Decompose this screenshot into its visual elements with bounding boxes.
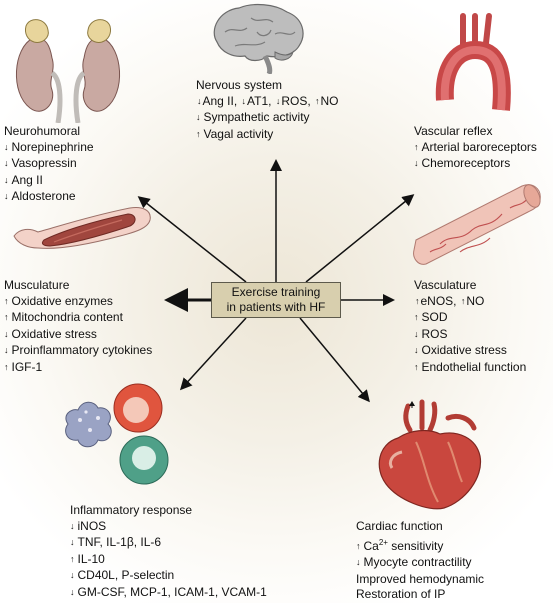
musculature-item: Oxidative enzymes [4,294,152,311]
inflammatory-block: Inflammatory response iNOS TNF, IL-1β, I… [70,503,267,602]
kidneys-icon [16,19,120,123]
arrow-to-inflammatory [179,317,247,391]
ca-superscript: 2+ [378,537,388,547]
vasculature-block: Vasculature ↑eNOS, ↑NO SOD ROS Oxidative… [414,278,526,377]
inflammatory-item: CD40L, P-selectin [70,568,267,585]
vascular-reflex-block: Vascular reflex Arterial baroreceptors C… [414,124,537,173]
vascular-reflex-item: Arterial baroreceptors [414,140,537,157]
vasculature-item: ROS [414,327,526,344]
ros-text: ROS, [281,93,314,108]
musculature-item: Proinflammatory cytokines [4,343,153,360]
neurohumoral-block: Neurohumoral Norepinephrine Vasopressin … [4,124,94,206]
down-arrow-icon: ↓ [241,95,247,106]
cardiac-block: Cardiac function Ca2+ sensitivity Myocyt… [356,519,484,603]
down-arrow-icon: ↓ [197,95,202,106]
brain-icon [213,3,304,74]
arrow-to-cardiac [299,317,370,403]
inflammatory-item: IL-10 [70,552,267,569]
arrow-to-neurohumoral [137,196,247,283]
vasculature-line-1: ↑eNOS, ↑NO [414,294,526,311]
neurohumoral-item: Vasopressin [4,156,94,173]
nervous-system-title: Nervous system [196,78,283,92]
musculature-item: Oxidative stress [4,327,152,344]
aortic-arch-icon [435,13,511,111]
vascular-reflex-title: Vascular reflex [414,124,493,138]
inflammatory-item: GM-CSF, MCP-1, ICAM-1, VCAM-1 [70,585,267,602]
inflammatory-title: Inflammatory response [70,503,193,517]
immune-cells-icon [65,383,169,485]
nervous-system-block: Nervous system ↓Ang II, ↓AT1, ↓ROS, ↑NO … [196,78,339,143]
musculature-block: Musculature Oxidative enzymes Mitochondr… [4,278,152,377]
no-text: NO [466,293,485,308]
at1-text: AT1, [247,93,275,108]
center-box: Exercise training in patients with HF [211,282,341,318]
down-arrow-icon: ↓ [275,95,281,106]
vascular-reflex-item: Chemoreceptors [414,156,537,173]
musculature-item: Mitochondria content [4,310,152,327]
ca-text: Ca [363,538,379,553]
neurohumoral-item: Ang II [4,173,94,190]
nervous-item: Vagal activity [196,127,339,144]
cardiac-item: Improved hemodynamic [356,571,485,586]
vasculature-title: Vasculature [414,278,477,292]
vasculature-item: Endothelial function [414,360,527,377]
up-arrow-icon: ↑ [415,295,420,306]
cardiac-item-ca: Ca2+ sensitivity [356,535,484,556]
up-arrow-icon: ↑ [315,95,320,106]
up-arrow-icon: ↑ [460,295,466,306]
vasculature-item: SOD [414,310,526,327]
neurohumoral-title: Neurohumoral [4,124,81,138]
musculature-item: IGF-1 [4,360,152,377]
center-line-1: Exercise training [231,285,321,299]
cardiac-title: Cardiac function [356,519,443,533]
inflammatory-item: TNF, IL-1β, IL-6 [70,535,267,552]
cardiac-item: Restoration of IP [356,587,446,602]
nervous-system-line-1: ↓Ang II, ↓AT1, ↓ROS, ↑NO [196,94,339,111]
arrow-to-vascular-reflex [305,194,415,283]
nervous-item: Sympathetic activity [196,110,339,127]
arm-muscle-icon [13,207,151,249]
heart-icon [378,399,482,510]
musculature-title: Musculature [4,278,70,292]
blood-vessel-icon [413,184,541,265]
center-line-2: in patients with HF [226,300,326,314]
cardiac-item: Myocyte contractility [356,555,484,572]
neurohumoral-item: Aldosterone [4,189,94,206]
neurohumoral-item: Norepinephrine [4,140,94,157]
no-text: NO [320,93,339,108]
enos-text: eNOS, [420,293,460,308]
ca-sensitivity-text: sensitivity [387,538,444,553]
ang-ii-text: Ang II, [202,93,241,108]
inflammatory-item: iNOS [70,519,267,536]
vasculature-item: Oxidative stress [414,343,526,360]
